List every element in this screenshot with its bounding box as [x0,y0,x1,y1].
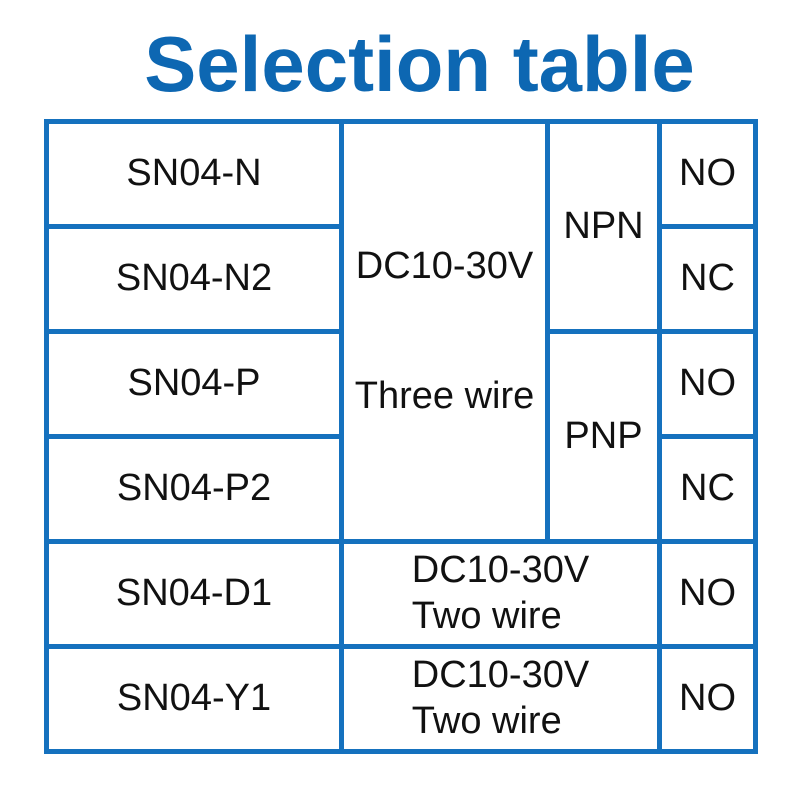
page-title: Selection table [144,20,695,108]
voltage-label: DC10-30V [411,654,590,697]
polarity-cell-pnp: PNP [550,334,657,539]
voltage-label: DC10-30V [355,244,534,287]
wiring-label: Two wire [411,700,562,742]
polarity-cell-npn: NPN [550,124,657,329]
output-cell: NC [662,229,753,329]
model-cell-sn04-y1: SN04-Y1 [49,649,339,749]
three-wire-power-cell: DC10-30V Three wire [344,124,545,539]
two-wire-power-cell: DC10-30V Two wire [344,544,657,644]
model-cell-sn04-d1: SN04-D1 [49,544,339,644]
output-cell: NO [662,649,753,749]
model-cell-sn04-n2: SN04-N2 [49,229,339,329]
output-cell: NO [662,334,753,434]
model-cell-sn04-p: SN04-P [49,334,339,434]
wiring-label: Three wire [354,374,535,417]
output-cell: NC [662,439,753,539]
output-cell: NO [662,124,753,224]
output-cell: NO [662,544,753,644]
model-cell-sn04-p2: SN04-P2 [49,439,339,539]
voltage-label: DC10-30V [411,549,590,592]
two-wire-power-cell: DC10-30V Two wire [344,649,657,749]
selection-table: SN04-N SN04-N2 SN04-P SN04-P2 SN04-D1 SN… [44,119,758,754]
model-cell-sn04-n: SN04-N [49,124,339,224]
wiring-label: Two wire [411,595,562,637]
